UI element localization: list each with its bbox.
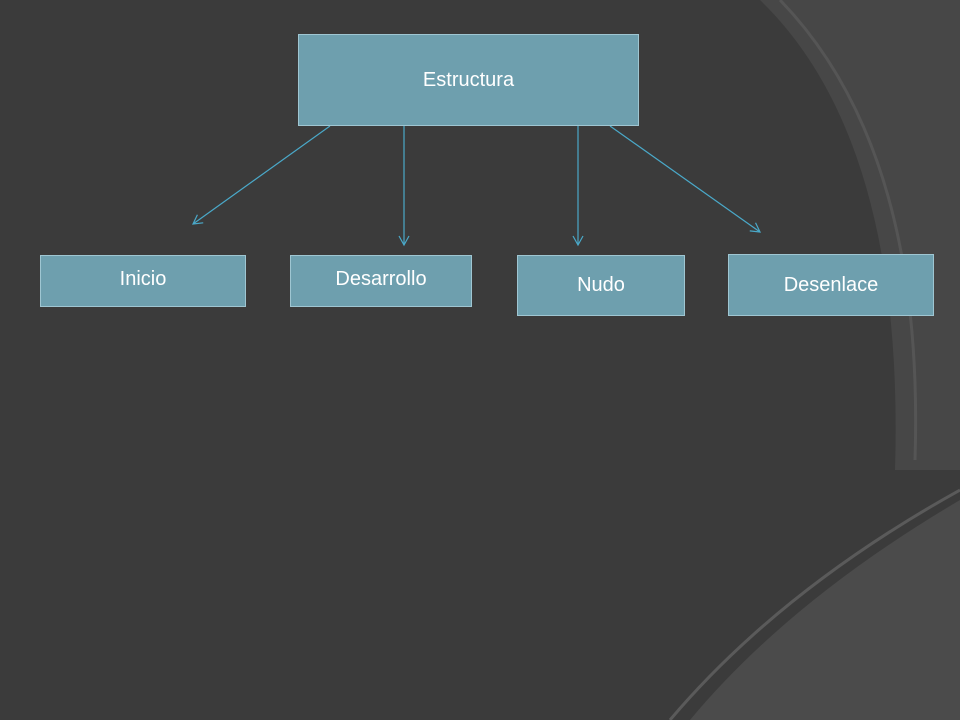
node-desenlace: Desenlace [728, 254, 934, 316]
node-estructura-label: Estructura [422, 68, 515, 91]
node-estructura: Estructura [298, 34, 639, 126]
node-desarrollo: Desarrollo [290, 255, 472, 307]
node-desenlace-label: Desenlace [783, 273, 879, 296]
node-inicio: Inicio [40, 255, 246, 307]
node-nudo: Nudo [517, 255, 685, 316]
node-desarrollo-label: Desarrollo [335, 268, 427, 290]
node-nudo-label: Nudo [577, 274, 625, 296]
node-inicio-label: Inicio [119, 268, 167, 290]
